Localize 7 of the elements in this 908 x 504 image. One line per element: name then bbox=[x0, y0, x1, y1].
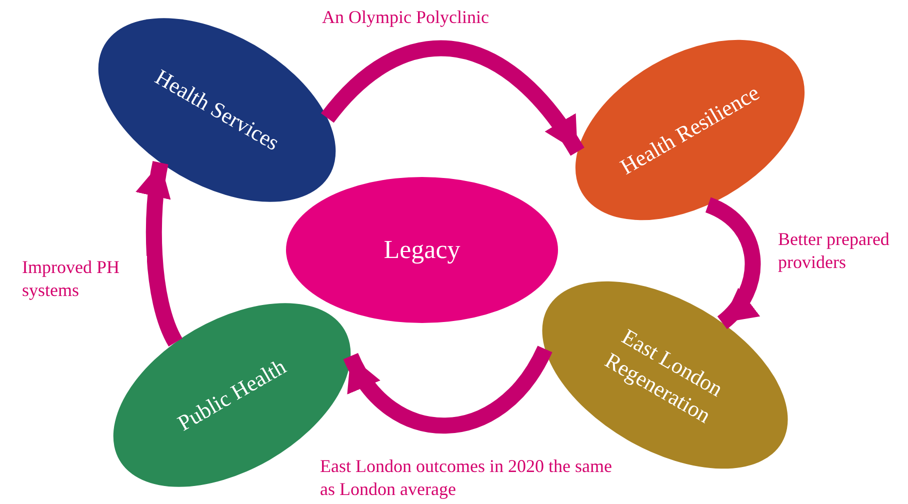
curved-arrow bbox=[136, 161, 183, 346]
center-ellipse bbox=[286, 177, 558, 323]
curved-arrow bbox=[344, 345, 552, 434]
node-label: Legacy bbox=[382, 234, 462, 266]
ellipse-node bbox=[576, 40, 804, 220]
curved-arrow bbox=[321, 40, 584, 156]
edge-label: Improved PH systems bbox=[22, 256, 147, 301]
